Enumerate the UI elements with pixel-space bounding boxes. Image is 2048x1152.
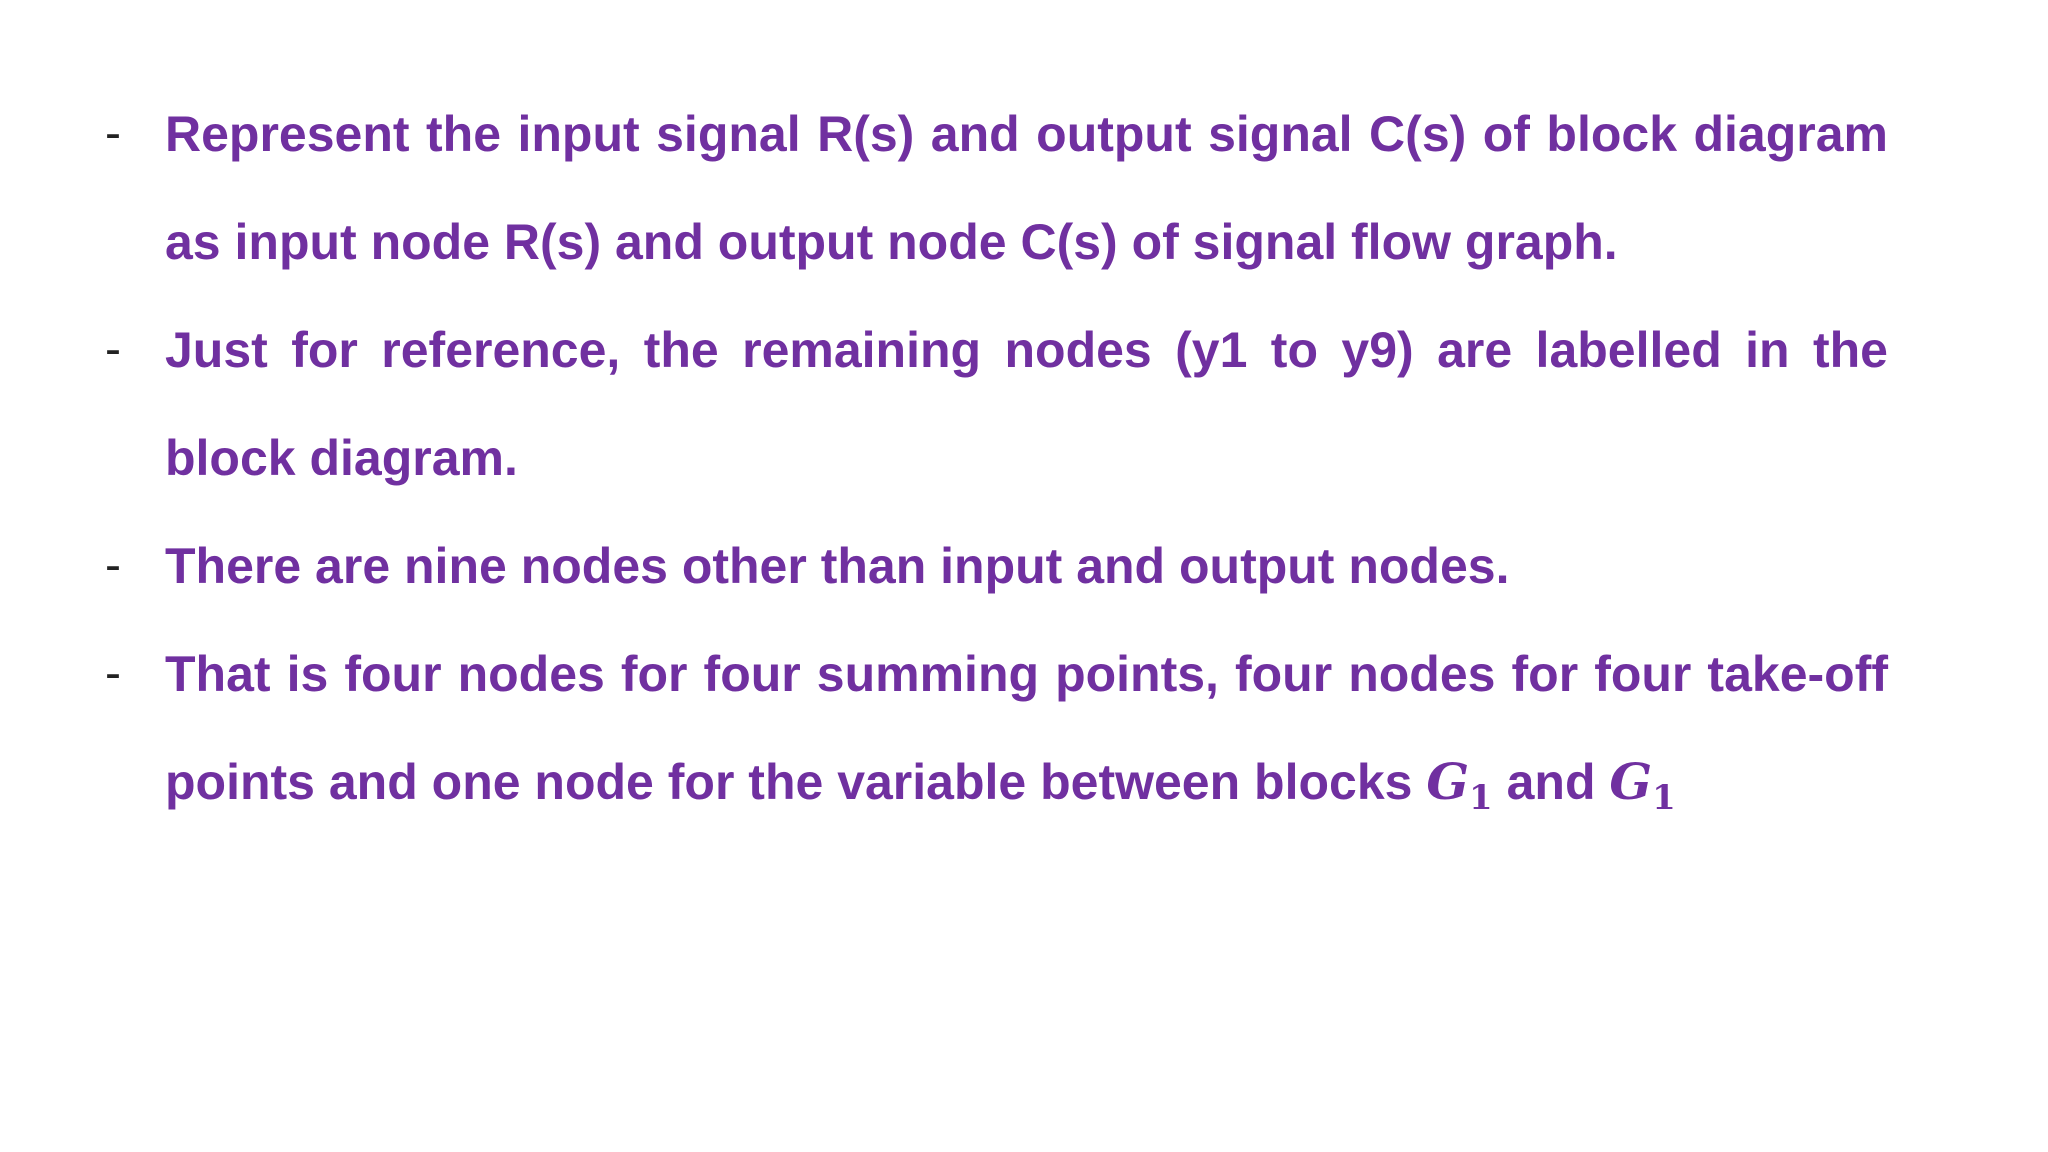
bullet-dash: - (105, 107, 121, 160)
bullet-text: There are nine nodes other than input an… (165, 538, 1510, 594)
bullet-text: Just for reference, the remaining nodes … (165, 322, 1888, 486)
bullet-dash: - (105, 323, 121, 376)
bullet-dash: - (105, 539, 121, 592)
bullet-list: - Represent the input signal R(s) and ou… (105, 80, 1888, 852)
bullet-text-middle: and (1492, 754, 1610, 810)
bullet-text: That is four nodes for four summing poin… (165, 620, 1888, 852)
math-subscript-first: 1 (1469, 778, 1493, 818)
bullet-dash: - (105, 647, 121, 700)
math-variable-g1-second: G (1609, 752, 1653, 811)
math-variable-g1-first: G (1426, 752, 1470, 811)
bullet-item-nine-nodes: - There are nine nodes other than input … (105, 512, 1888, 620)
bullet-text: Represent the input signal R(s) and outp… (165, 106, 1888, 270)
bullet-item-reference-nodes: - Just for reference, the remaining node… (105, 296, 1888, 512)
bullet-item-input-output: - Represent the input signal R(s) and ou… (105, 80, 1888, 296)
bullet-item-node-breakdown: - That is four nodes for four summing po… (105, 620, 1888, 852)
bullet-text-before: That is four nodes for four summing poin… (165, 646, 1888, 810)
math-subscript-second: 1 (1652, 778, 1676, 818)
